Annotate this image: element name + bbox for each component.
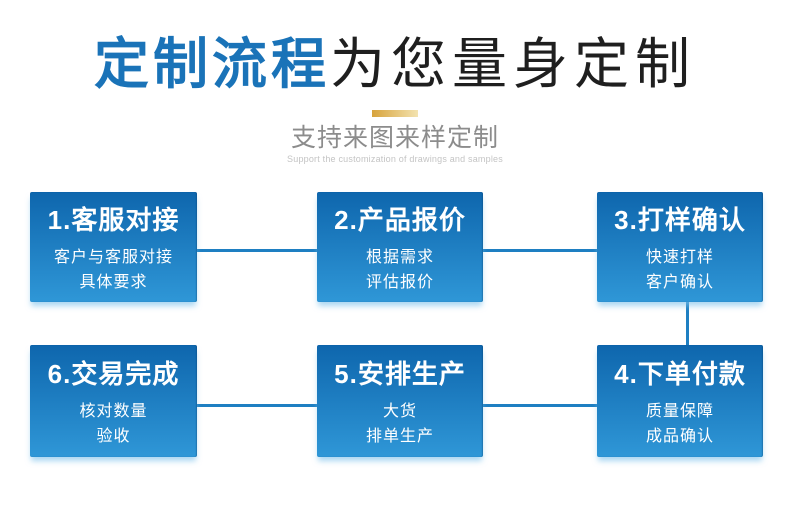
- subtitle-english: Support the customization of drawings an…: [287, 154, 503, 164]
- step-title: 2.产品报价: [334, 204, 466, 235]
- step-box-4: 4.下单付款 质量保障 成品确认: [597, 345, 763, 457]
- connector-step5-step4: [483, 404, 597, 407]
- step-desc-line: 快速打样: [645, 248, 714, 266]
- step-desc-line: 核对数量: [79, 402, 148, 420]
- step-box-1: 1.客服对接 客户与客服对接 具体要求: [30, 192, 197, 302]
- step-title: 3.打样确认: [614, 204, 746, 235]
- step-desc-line: 根据需求: [365, 248, 434, 266]
- step-desc-line: 具体要求: [79, 273, 148, 291]
- step-title: 6.交易完成: [47, 358, 180, 389]
- connector-step6-step5: [197, 404, 317, 407]
- subtitle: 支持来图来样定制: [290, 124, 499, 152]
- connector-step3-step4: [686, 302, 689, 345]
- connector-step2-step3: [483, 249, 597, 252]
- page-title-highlight: 定制流程: [93, 33, 330, 95]
- step-desc-line: 质量保障: [645, 402, 714, 420]
- step-title: 4.下单付款: [614, 358, 746, 389]
- step-desc-line: 客户确认: [645, 273, 714, 291]
- step-title: 5.安排生产: [334, 358, 466, 389]
- step-desc-line: 大货: [382, 402, 417, 420]
- connector-step1-step2: [197, 249, 317, 252]
- step-desc-line: 客户与客服对接: [53, 248, 173, 266]
- step-title: 1.客服对接: [47, 204, 180, 235]
- step-desc-line: 评估报价: [365, 273, 434, 291]
- step-desc-line: 成品确认: [645, 427, 714, 445]
- step-box-3: 3.打样确认 快速打样 客户确认: [597, 192, 763, 302]
- step-desc-line: 排单生产: [365, 427, 434, 445]
- step-box-5: 5.安排生产 大货 排单生产: [317, 345, 483, 457]
- page-title: 定制流程为您量身定制: [0, 28, 790, 115]
- step-box-2: 2.产品报价 根据需求 评估报价: [317, 192, 483, 302]
- gold-divider: [372, 110, 418, 117]
- page-title-rest: 为您量身定制: [330, 33, 697, 95]
- step-desc-line: 验收: [96, 427, 131, 445]
- step-box-6: 6.交易完成 核对数量 验收: [30, 345, 197, 457]
